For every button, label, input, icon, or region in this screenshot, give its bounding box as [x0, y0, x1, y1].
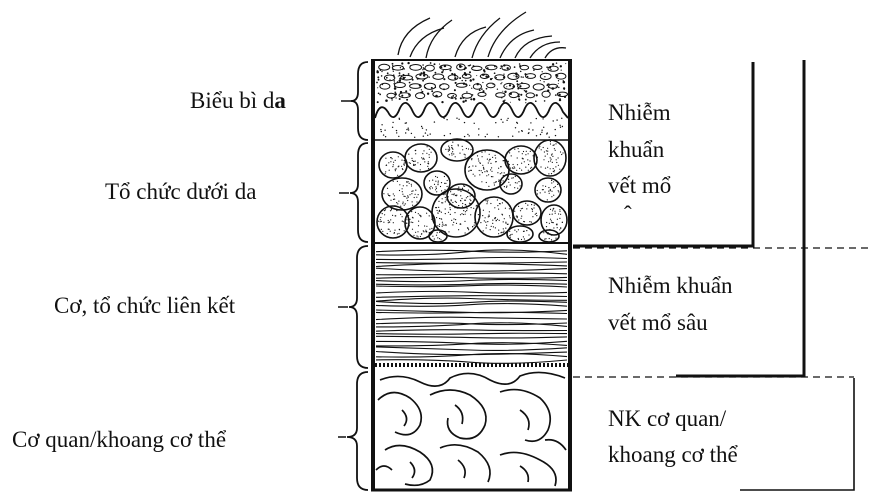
brace-organ [347, 372, 368, 490]
hair-strands [398, 12, 566, 58]
tissue-column [371, 12, 572, 490]
bracket-organ [740, 378, 854, 490]
deep-infection-label: Nhiễm khuẩn vết mổ sâu [608, 273, 738, 335]
dermal-papillae [375, 103, 568, 118]
brace-muscle [349, 246, 368, 368]
organ-space-infection-label: NK cơ quan/ khoang cơ thể [608, 406, 738, 467]
muscle-layer [375, 250, 568, 365]
layer-label-organ: Cơ quan/khoang cơ thể [12, 427, 227, 452]
layer-label-subcutaneous: Tổ chức dưới da [105, 179, 256, 204]
brace-subcutaneous [350, 143, 368, 242]
epidermis-layer [375, 62, 568, 140]
brace-skin [351, 62, 368, 140]
subcutaneous-layer [375, 139, 568, 243]
layer-braces [347, 62, 368, 490]
layer-label-muscle: Cơ, tổ chức liên kết [54, 293, 236, 318]
superficial-infection-label: Nhiễm khuẩn vết mổ [608, 100, 676, 198]
stray-mark: ˆ [624, 202, 632, 227]
layer-label-skin: Biểu bì da [190, 88, 286, 113]
organ-layer [376, 372, 566, 486]
label-ticks [338, 101, 352, 437]
